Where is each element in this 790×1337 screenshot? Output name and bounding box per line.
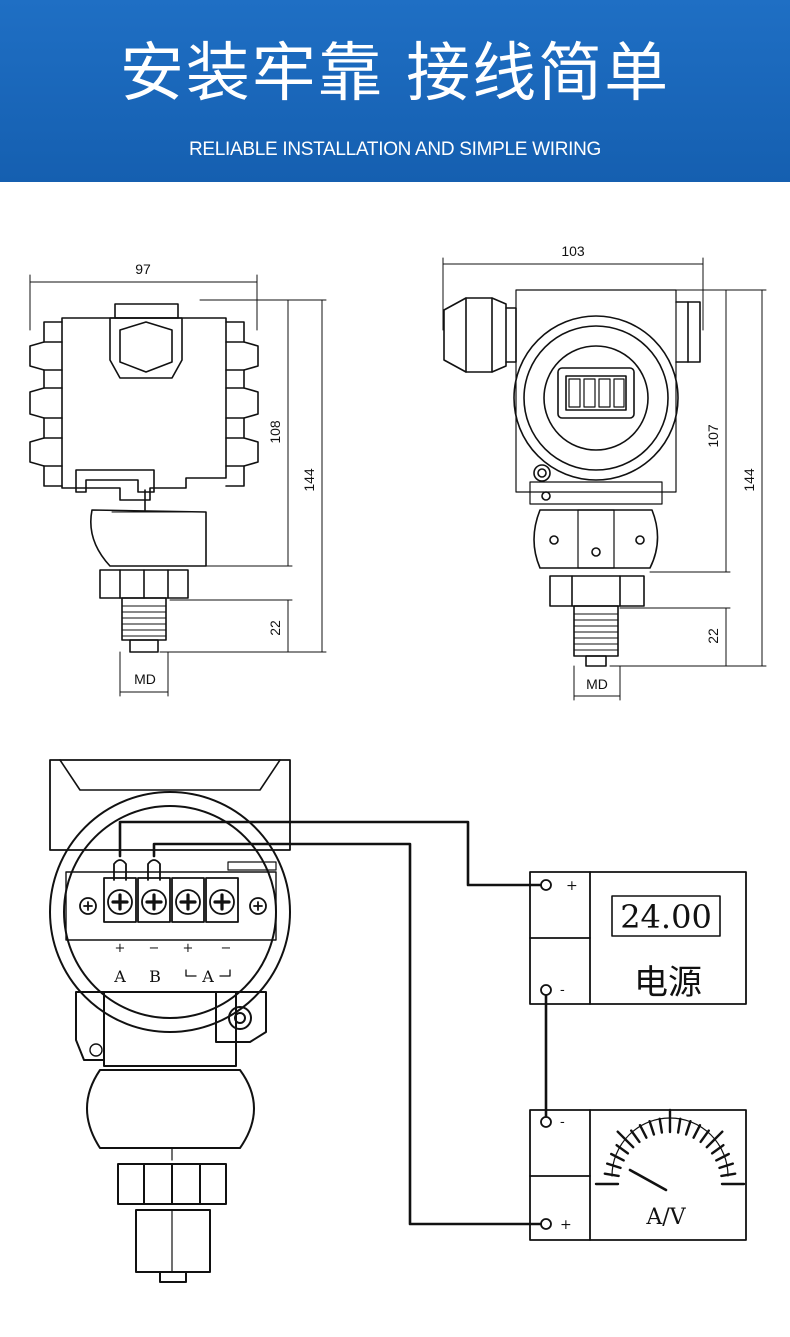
meter-tick	[606, 1162, 622, 1170]
meter-tick	[684, 1119, 692, 1136]
front-body-height-dim: 107	[705, 424, 721, 448]
side-thread-dim: 22	[267, 620, 283, 636]
meter-tick	[692, 1123, 702, 1139]
meter-plus: +	[560, 1217, 572, 1233]
terminal-screws	[79, 859, 277, 977]
meter-tick	[616, 1130, 635, 1149]
power-supply-label: 电源	[634, 963, 702, 1003]
front-total-height-dim: 144	[741, 468, 757, 492]
front-thread-dim: 22	[705, 628, 721, 644]
side-view-drawing	[29, 274, 327, 697]
power-minus: -	[560, 982, 565, 998]
meter-tick	[715, 1152, 730, 1162]
terminal-sign-3: +	[183, 941, 194, 956]
front-view-drawing	[442, 257, 767, 701]
power-supply-box	[529, 871, 747, 1005]
meter-tick	[638, 1123, 648, 1139]
meter-label: A/V	[645, 1205, 686, 1230]
header-banner: 安装牢靠 接线简单 RELIABLE INSTALLATION AND SIMP…	[0, 0, 790, 182]
front-md-label: MD	[586, 676, 608, 692]
meter-tick	[710, 1143, 725, 1155]
terminal-label-b: B	[149, 967, 161, 986]
wires	[118, 820, 548, 1226]
meter-tick	[676, 1117, 682, 1134]
side-total-height-dim: 144	[301, 468, 317, 492]
meter-tick	[630, 1129, 641, 1144]
meter-tick	[603, 1172, 620, 1178]
terminal-sign-4: −	[221, 941, 232, 956]
meter-tick	[658, 1117, 664, 1134]
page-subtitle: RELIABLE INSTALLATION AND SIMPLE WIRING	[188, 139, 602, 160]
meter-tick	[705, 1130, 724, 1149]
front-width-dim: 103	[561, 243, 585, 259]
power-display-value: 24.00	[620, 898, 712, 936]
side-width-dim: 97	[135, 261, 151, 277]
terminal-label-a2: A	[201, 967, 214, 986]
side-md-label: MD	[134, 671, 156, 687]
wiring-transmitter	[49, 759, 291, 1283]
meter-scale	[594, 1108, 746, 1186]
terminal-label-a: A	[113, 967, 126, 986]
meter-tick	[718, 1162, 734, 1170]
meter-tick	[610, 1152, 625, 1162]
meter-tick	[699, 1129, 710, 1144]
terminal-sign-1: +	[115, 941, 126, 956]
meter-tick	[615, 1143, 630, 1155]
side-body-height-dim: 108	[267, 420, 283, 444]
meter-minus: -	[560, 1114, 565, 1130]
power-plus: +	[566, 878, 578, 894]
meter-tick	[720, 1172, 737, 1178]
terminal-sign-2: −	[149, 941, 160, 956]
meter-tick	[648, 1119, 656, 1136]
page-title: 安装牢靠 接线简单	[119, 37, 671, 111]
